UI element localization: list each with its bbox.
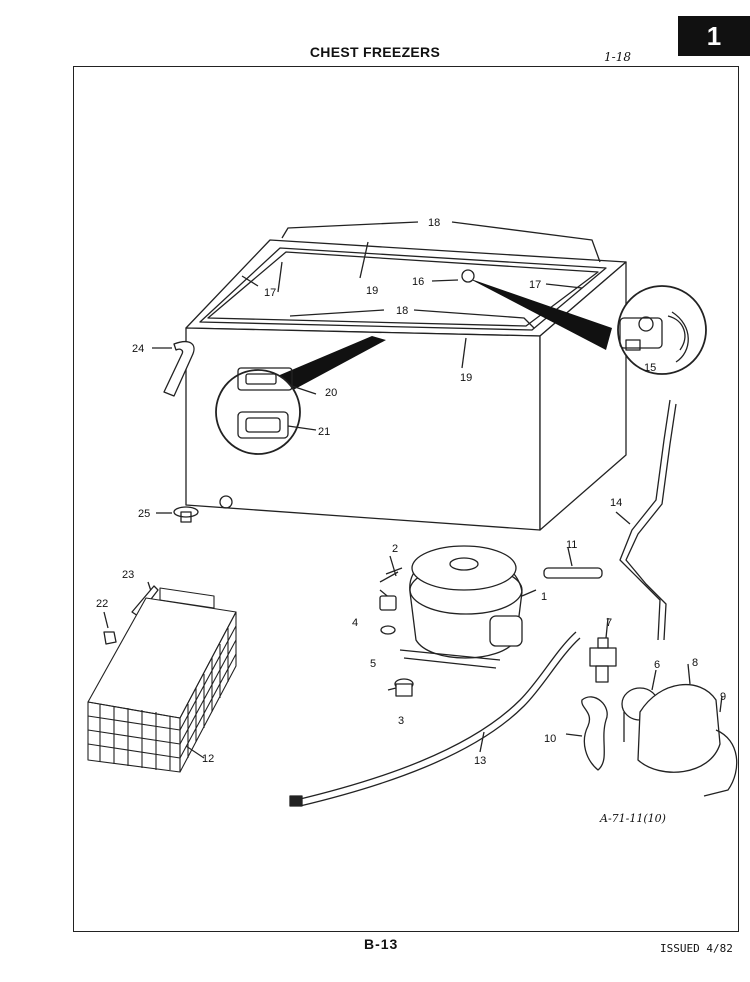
callout-17-left: 17 xyxy=(264,287,276,299)
callout-19-back: 19 xyxy=(366,285,378,297)
callout-14: 14 xyxy=(610,497,622,509)
callout-23: 23 xyxy=(122,569,134,581)
callout-13: 13 xyxy=(474,755,486,767)
handwritten-page-ref: 1-18 xyxy=(604,50,631,64)
callout-18-top: 18 xyxy=(428,217,440,229)
callout-8: 8 xyxy=(692,657,698,669)
callout-9: 9 xyxy=(720,691,726,703)
callout-22: 22 xyxy=(96,598,108,610)
callout-19-front: 19 xyxy=(460,372,472,384)
section-number: 1 xyxy=(706,21,722,51)
callout-24: 24 xyxy=(132,343,144,355)
callout-7: 7 xyxy=(606,617,612,629)
callout-6: 6 xyxy=(654,659,660,671)
callout-11: 11 xyxy=(566,539,577,551)
page-title: CHEST FREEZERS xyxy=(309,44,441,60)
callout-2: 2 xyxy=(392,543,398,555)
electrical-parts xyxy=(565,617,738,797)
callout-1: 1 xyxy=(541,591,547,603)
callout-labels: 1 2 3 4 5 6 7 8 9 10 11 12 13 14 15 16 1… xyxy=(96,217,726,767)
issued-date: ISSUED 4/82 xyxy=(660,942,733,955)
drier xyxy=(543,547,603,579)
tubing xyxy=(615,399,677,641)
callout-3: 3 xyxy=(398,715,404,727)
callout-18-front: 18 xyxy=(396,305,408,317)
section-tab xyxy=(678,16,750,56)
switch-detail xyxy=(617,285,707,375)
callout-4: 4 xyxy=(352,617,358,629)
callout-17-right: 17 xyxy=(529,279,541,291)
drawing-reference: A-71-11(10) xyxy=(600,812,666,825)
power-cord xyxy=(289,631,581,807)
diagram-frame xyxy=(73,66,739,932)
page-code: B-13 xyxy=(364,936,399,952)
callout-12: 12 xyxy=(202,753,214,765)
callout-15: 15 xyxy=(644,362,656,374)
callout-16: 16 xyxy=(412,276,424,288)
wire-basket xyxy=(87,587,237,773)
drain-detail xyxy=(215,367,317,455)
callout-25: 25 xyxy=(138,508,150,520)
callout-10: 10 xyxy=(544,733,556,745)
compressor xyxy=(379,545,537,697)
callout-21: 21 xyxy=(318,426,330,438)
callout-5: 5 xyxy=(370,658,376,670)
callout-20: 20 xyxy=(325,387,337,399)
